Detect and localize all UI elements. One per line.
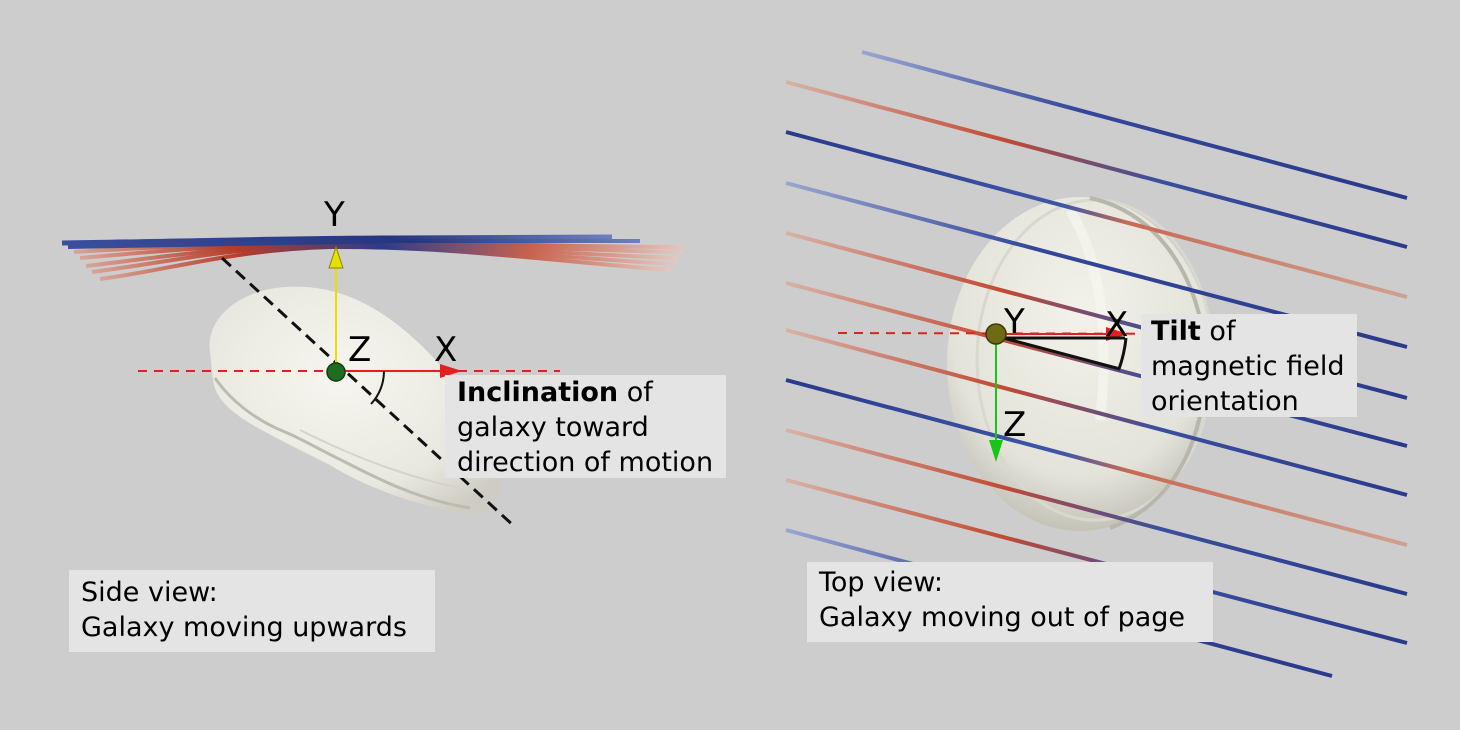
tilt-note: Tilt of magnetic field orientation: [1141, 314, 1357, 417]
inclination-note: Inclination of galaxy toward direction o…: [445, 375, 726, 478]
side-axis-z-label: Z: [348, 330, 371, 370]
tilt-note-line2: magnetic field: [1151, 351, 1345, 382]
side-caption-line1: Side view:: [81, 577, 218, 608]
side-origin-marker: [326, 362, 346, 382]
top-view-caption: Top view: Galaxy moving out of page: [807, 562, 1213, 642]
inclination-note-line1: Inclination of: [457, 375, 714, 410]
top-axis-z-label: Z: [1003, 405, 1026, 445]
side-galaxy: [209, 286, 501, 514]
tilt-note-line3: orientation: [1151, 386, 1299, 417]
side-inclination-axis: [220, 256, 517, 529]
tilt-note-rest: of: [1200, 316, 1236, 347]
top-origin-marker: [985, 323, 1007, 345]
top-tilt-arc: [1117, 337, 1128, 370]
inclination-note-line2: galaxy toward: [457, 412, 649, 443]
top-axis-y-label: Y: [1003, 302, 1025, 342]
top-tilt-line: [995, 334, 1121, 371]
top-z-arrowhead: [989, 440, 1003, 462]
side-caption-line2: Galaxy moving upwards: [81, 612, 407, 643]
tilt-note-line1: Tilt of: [1151, 314, 1345, 349]
top-caption-line1: Top view:: [819, 567, 943, 598]
inclination-note-bold: Inclination: [457, 377, 619, 408]
inclination-note-rest: of: [618, 377, 653, 408]
tilt-note-bold: Tilt: [1151, 316, 1201, 347]
side-inclination-arc: [370, 370, 386, 405]
top-caption-line2: Galaxy moving out of page: [819, 602, 1186, 633]
top-axis-x-label: X: [1105, 305, 1128, 345]
top-view-panel: Y X Z: [785, 50, 1408, 678]
side-x-arrowhead: [440, 364, 462, 378]
side-axis-x-label: X: [434, 330, 457, 370]
side-y-arrowhead: [328, 245, 344, 269]
side-axis-y-label: Y: [323, 195, 345, 235]
side-view-caption: Side view: Galaxy moving upwards: [69, 570, 435, 652]
side-view-panel: Y Z X: [61, 195, 687, 529]
inclination-note-line3: direction of motion: [457, 447, 714, 478]
side-field-lines: [61, 234, 687, 281]
